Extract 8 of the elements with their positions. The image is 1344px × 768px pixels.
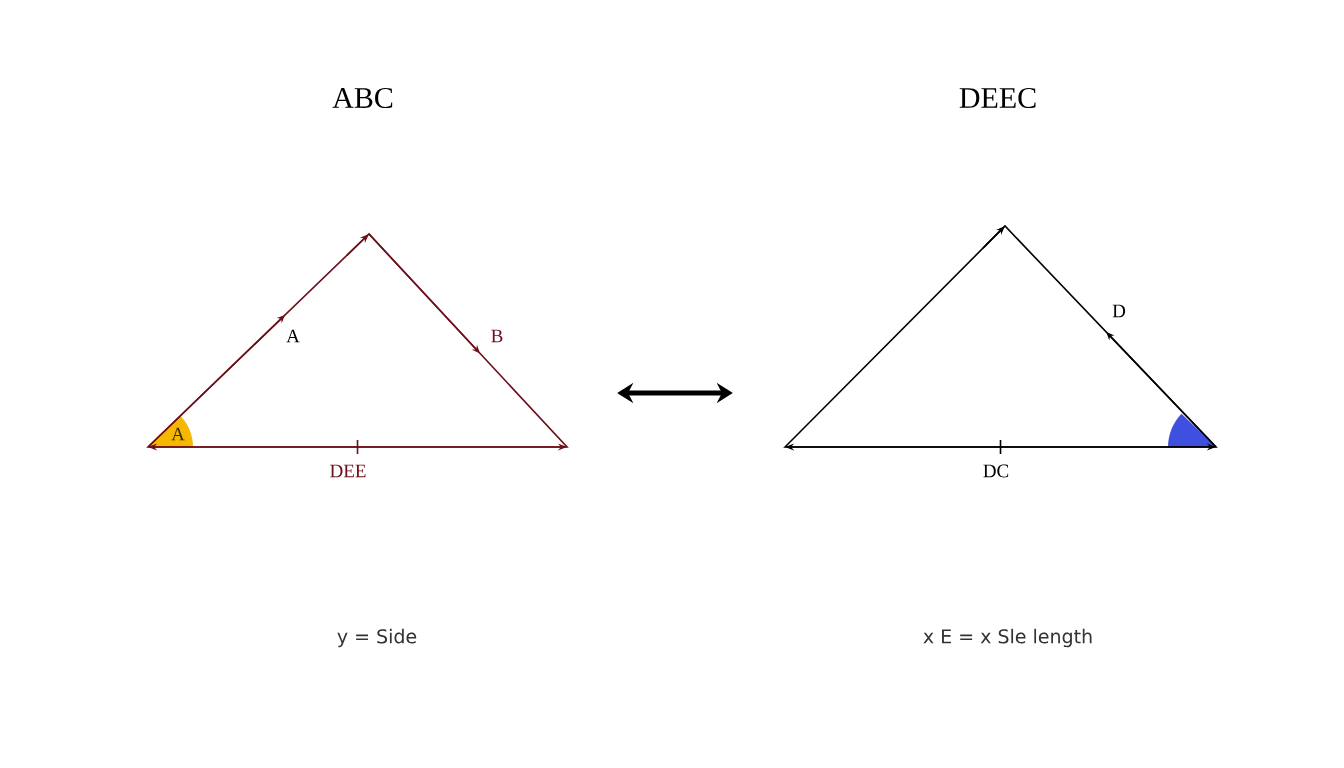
angle-label: A (171, 427, 185, 441)
node-label: DEEC (959, 87, 1036, 109)
node-label: ABC (332, 87, 393, 109)
formula-text: y = Side (337, 628, 417, 648)
side-label: A (286, 329, 300, 343)
side-label: D (1112, 304, 1126, 318)
formula-text: x E = x Sle length (923, 628, 1092, 648)
side-label: B (491, 329, 503, 343)
